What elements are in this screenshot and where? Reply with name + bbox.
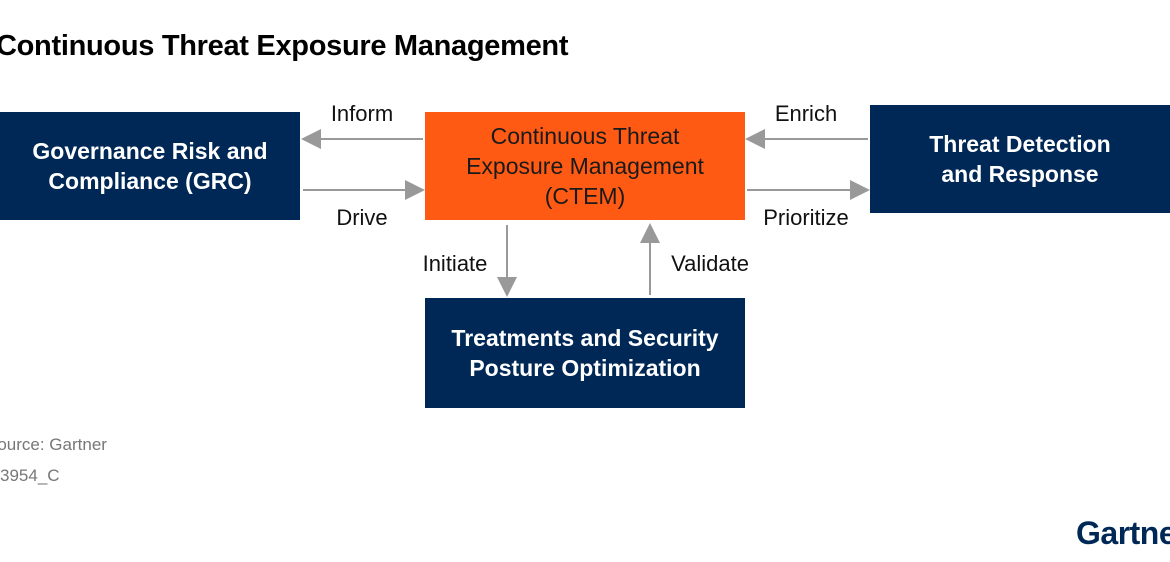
diagram-title: Continuous Threat Exposure Management [0,30,569,62]
tspo-label: Treatments and Security Posture Optimiza… [451,325,719,381]
initiate-label: Initiate [422,251,488,276]
ctem-box: Continuous Threat Exposure Management (C… [425,112,745,220]
tspo-box: Treatments and Security Posture Optimiza… [425,298,745,408]
grc-box: Governance Risk and Compliance (GRC) [0,112,300,220]
drive-label: Drive [336,205,388,230]
source-note: Source: Gartner [0,435,107,454]
validate-label: Validate [671,251,749,276]
ctem-label: Continuous Threat Exposure Management (C… [466,123,704,209]
gartner-logo: Gartner [1076,515,1170,551]
figure-id: 3954_C [0,466,60,485]
inform-label: Inform [330,101,394,126]
enrich-label: Enrich [774,101,838,126]
tdr-label: Threat Detection and Response [929,131,1111,187]
prioritize-label: Prioritize [763,205,849,230]
grc-label: Governance Risk and Compliance (GRC) [32,138,268,194]
tdr-box: Threat Detection and Response [870,105,1170,213]
